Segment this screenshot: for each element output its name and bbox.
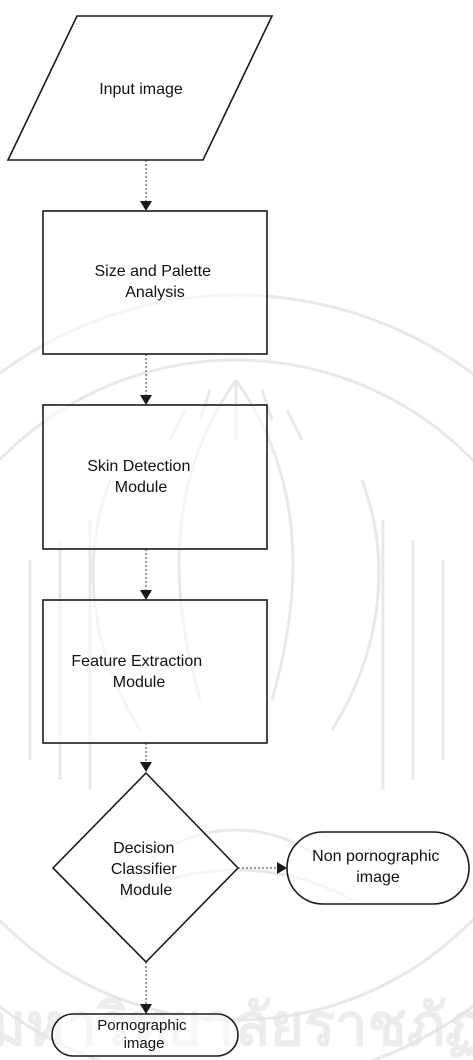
non-porn-terminator [286, 831, 470, 905]
svg-text:Pornographic image: Pornographic image [97, 1017, 190, 1052]
arrowhead-decision [140, 762, 152, 772]
skin-detection-label-line1: Skin Detection [87, 458, 190, 475]
node-size-palette: Size and Palette Analysis [42, 210, 268, 355]
size-palette-label-line2: Analysis [125, 284, 185, 301]
non-porn-label-line2: image [356, 869, 400, 886]
arrowhead-feature [140, 590, 152, 600]
skin-detection-box [42, 404, 268, 550]
edges [140, 160, 287, 1014]
svg-text:Non pornographic image: Non pornographic image [312, 848, 444, 886]
node-feature-extraction: Feature Extraction Module [42, 599, 268, 744]
svg-text:Size and Palette Analysi: Size and Palette Analysis [95, 263, 216, 301]
node-decision: Decision Classifier Module [51, 771, 240, 964]
arrowhead-skin [140, 395, 152, 405]
arrowhead-nonporn [277, 862, 287, 874]
arrowhead-porn [140, 1004, 152, 1014]
node-non-porn: Non pornographic image [286, 831, 470, 905]
svg-text:Feature Extraction Modul: Feature Extraction Module [71, 653, 206, 691]
svg-text:Decision Classifier: Decision Classifier Module [111, 840, 181, 899]
porn-label-line1: Pornographic [97, 1017, 187, 1034]
node-porn: Pornographic image [51, 1013, 239, 1057]
feature-extraction-label-line2: Module [113, 674, 166, 691]
size-palette-box [42, 210, 268, 355]
skin-detection-label-line2: Module [115, 479, 168, 496]
input-label: Input image [99, 81, 183, 98]
decision-label-line3: Module [120, 882, 173, 899]
input-parallelogram [6, 15, 274, 161]
decision-label-line1: Decision [113, 840, 174, 857]
porn-label-line2: image [124, 1035, 165, 1052]
decision-label-line2: Classifier [111, 861, 177, 878]
feature-extraction-label-line1: Feature Extraction [71, 653, 202, 670]
node-input: Input image [6, 15, 274, 161]
node-skin-detection: Skin Detection Module [42, 404, 268, 550]
porn-terminator [51, 1013, 239, 1057]
feature-extraction-box [42, 599, 268, 744]
non-porn-label-line1: Non pornographic [312, 848, 439, 865]
svg-text:Skin Detection Module: Skin Detection Module [87, 458, 195, 496]
decision-diamond [51, 771, 240, 964]
size-palette-label-line1: Size and Palette [95, 263, 212, 280]
svg-text:Input image: Input image [99, 81, 183, 98]
arrowhead-size [140, 201, 152, 211]
